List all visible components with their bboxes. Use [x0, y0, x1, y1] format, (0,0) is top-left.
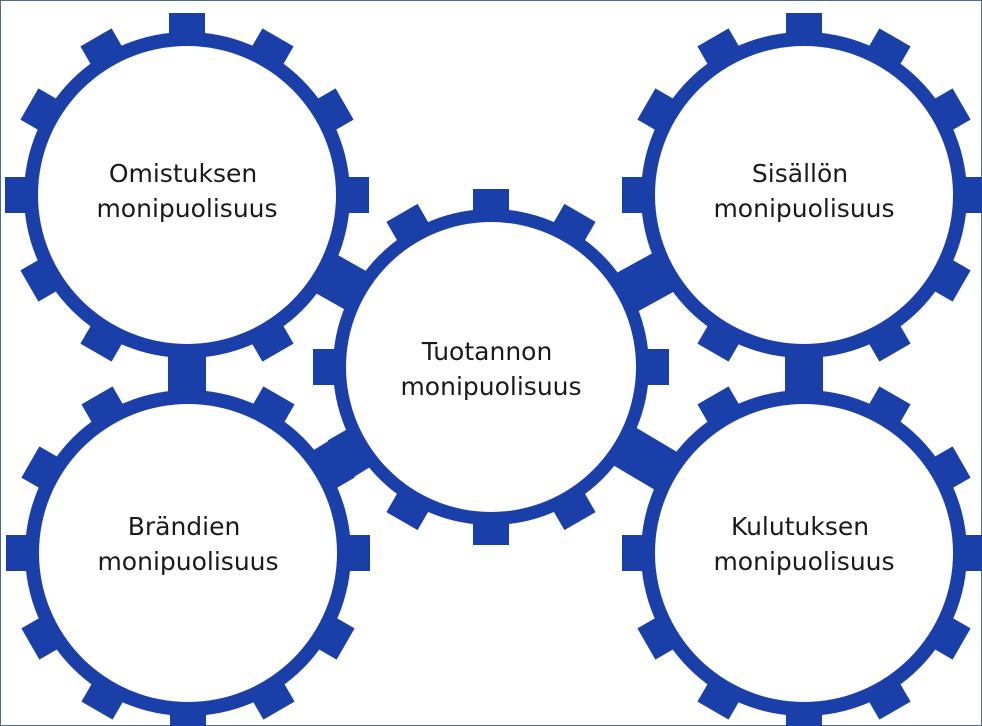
gear-tooth — [930, 88, 971, 133]
gear-brands — [6, 371, 370, 726]
gear-consumption-line2: monipuolisuus — [713, 547, 894, 576]
gear-tooth — [613, 262, 655, 307]
gear-tooth — [930, 257, 971, 302]
gear-tooth — [314, 615, 355, 660]
gear-tooth — [697, 28, 742, 69]
gear-tooth — [866, 321, 911, 362]
gear-production-line1: Tuotannon — [421, 337, 553, 366]
gear-tooth — [81, 679, 126, 720]
gear-tooth — [643, 349, 669, 385]
gear-tooth — [930, 615, 971, 660]
gear-face — [346, 222, 636, 512]
gear-tooth — [327, 262, 369, 307]
gear-tooth — [386, 203, 431, 245]
gear-content-label: Sisällön monipuolisuus — [713, 159, 894, 223]
gear-tooth — [313, 349, 339, 385]
gear-brands-line2: monipuolisuus — [97, 547, 278, 576]
gear-tooth — [961, 177, 982, 213]
gear-tooth — [637, 88, 678, 133]
gear-tooth — [314, 446, 355, 491]
gear-tooth — [81, 386, 126, 427]
gear-tooth — [20, 88, 61, 133]
gear-tooth — [327, 427, 369, 472]
gear-face — [39, 404, 337, 702]
gear-tooth — [20, 257, 61, 302]
gear-tooth — [961, 535, 982, 571]
gear-content-line1: Sisällön — [752, 159, 848, 188]
gear-ownership-label: Omistuksen monipuolisuus — [96, 159, 277, 223]
gear-consumption-line1: Kulutuksen — [731, 512, 869, 541]
gear-tooth — [637, 257, 678, 302]
gear-tooth — [622, 177, 647, 213]
gear-tooth — [697, 386, 742, 427]
gear-content-line2: monipuolisuus — [713, 194, 894, 223]
gear-tooth — [80, 321, 125, 362]
gear-tooth — [250, 679, 295, 720]
gear-production-line2: monipuolisuus — [400, 372, 581, 401]
gear-ownership-line1: Omistuksen — [109, 159, 257, 188]
gear-tooth — [697, 679, 742, 720]
gear-layer — [5, 13, 982, 726]
gear-brands-line1: Brändien — [128, 512, 241, 541]
gear-face — [655, 46, 953, 344]
gear-tooth — [866, 679, 911, 720]
gear-tooth — [613, 427, 655, 472]
gear-tooth — [313, 88, 354, 133]
gear-tooth — [250, 386, 295, 427]
gear-tooth — [21, 446, 62, 491]
gear-content — [622, 13, 982, 377]
gear-brands-label: Brändien monipuolisuus — [97, 512, 278, 576]
gear-tooth — [866, 386, 911, 427]
gear-face — [38, 46, 336, 344]
gear-tooth — [249, 28, 294, 69]
gear-tooth — [930, 446, 971, 491]
gear-tooth — [345, 535, 370, 571]
gear-tooth — [6, 535, 31, 571]
gear-tooth — [637, 615, 678, 660]
gear-tooth — [622, 535, 647, 571]
gear-ownership — [5, 13, 369, 377]
gear-tooth — [637, 446, 678, 491]
gear-tooth — [551, 489, 596, 531]
gear-production-label: Tuotannon monipuolisuus — [400, 337, 581, 401]
gear-tooth — [866, 28, 911, 69]
gear-tooth — [80, 28, 125, 69]
gear-consumption — [622, 371, 982, 726]
gear-tooth — [386, 489, 431, 531]
gear-tooth — [5, 177, 30, 213]
gear-tooth — [21, 615, 62, 660]
gear-tooth — [551, 203, 596, 245]
gear-tooth — [697, 321, 742, 362]
gear-consumption-label: Kulutuksen monipuolisuus — [713, 512, 894, 576]
gear-ownership-line2: monipuolisuus — [96, 194, 277, 223]
gear-face — [655, 404, 953, 702]
gear-tooth — [344, 177, 369, 213]
gear-labels: Omistuksen monipuolisuus Sisällön monipu… — [96, 159, 894, 576]
gear-tooth — [249, 321, 294, 362]
gear-production — [313, 189, 669, 545]
